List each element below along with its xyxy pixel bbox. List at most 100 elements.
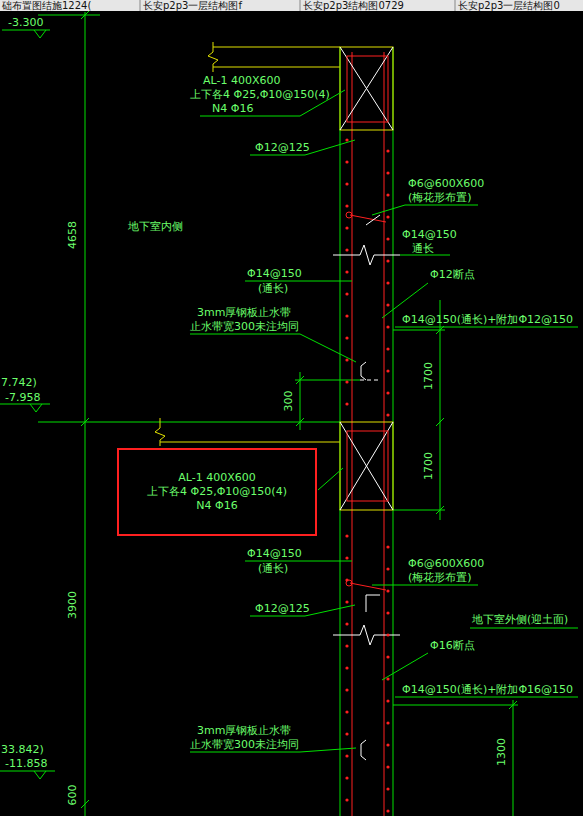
rebar-dot <box>386 677 389 680</box>
wall-part <box>340 422 393 510</box>
leader-lines-part <box>470 628 578 629</box>
water-stops-part <box>366 215 380 225</box>
stirrups-part <box>350 583 386 590</box>
slabs-part <box>213 67 340 68</box>
rebar-dot <box>386 303 389 306</box>
rebar-dot <box>386 721 389 724</box>
dimension-text: 1300 <box>495 737 508 767</box>
tab-title: 长安p2p3一层结构图f <box>143 0 242 11</box>
rebar-dot <box>386 809 389 812</box>
dimension-lines-part <box>85 12 86 816</box>
annotation-text: (通长) <box>258 282 288 295</box>
elevation-marks-part <box>34 30 46 38</box>
dimension-lines-part <box>38 15 100 16</box>
annotation-text: (通长) <box>258 562 288 575</box>
water-stops <box>360 215 380 760</box>
rebar-dot <box>386 611 389 614</box>
leader-lines-part <box>318 468 343 490</box>
annotation-text: -11.858 <box>5 757 47 770</box>
wall-part <box>340 422 393 510</box>
dimension-text: 4658 <box>66 220 79 250</box>
rebar-dot <box>345 600 348 603</box>
annotation-text: 3mm厚钢板止水带 <box>197 724 291 737</box>
dimension-text: 3900 <box>66 590 79 620</box>
rebar-dot <box>345 160 348 163</box>
beam-note: AL-1 400X600 <box>119 471 315 485</box>
water-stops-part <box>360 380 378 381</box>
rebar-dot <box>386 149 389 152</box>
rebar-dot <box>345 644 348 647</box>
wall-part <box>347 56 388 122</box>
annotation-text: Φ12@125 <box>255 141 310 154</box>
rebar-dot <box>345 578 348 581</box>
annotation-text: N4 Φ16 <box>212 102 253 115</box>
rebar-dot <box>386 743 389 746</box>
tab-bar <box>0 0 583 11</box>
tab-bar-part <box>455 0 456 11</box>
rebar-dot <box>345 314 348 317</box>
annotation-text: 通长 <box>412 242 434 255</box>
rebar-dot <box>345 776 348 779</box>
wall-part <box>340 422 393 510</box>
wall-part <box>340 47 393 130</box>
annotation-text: Φ12@125 <box>255 602 310 615</box>
rebar-dot <box>345 292 348 295</box>
tab-bar-part <box>300 0 301 11</box>
dimension-lines-part <box>81 800 89 808</box>
beam-note: N4 Φ16 <box>119 499 315 513</box>
rebar-dot <box>386 325 389 328</box>
rebar-dot <box>386 589 389 592</box>
rebar-dot <box>386 237 389 240</box>
dimension-text: 600 <box>66 784 79 807</box>
rebar-dot <box>386 259 389 262</box>
water-stops-part <box>366 595 380 612</box>
rebar-dot <box>345 270 348 273</box>
break-lines-part <box>333 245 400 265</box>
slabs-part <box>213 47 340 48</box>
rebar-dot <box>345 226 348 229</box>
elevation-marks-part <box>30 404 42 412</box>
water-stops-part <box>361 740 366 760</box>
wall-part <box>352 52 353 816</box>
dimension-lines-part <box>393 705 518 706</box>
slabs-part <box>208 42 218 72</box>
leader-lines-part <box>190 334 356 362</box>
annotation-text: 3mm厚钢板止水带 <box>197 306 291 319</box>
tab-bar-part <box>0 0 583 11</box>
rebar-dot <box>345 204 348 207</box>
dimension-lines-part <box>393 330 445 331</box>
rebar-dot <box>386 413 389 416</box>
annotation-text: Φ12断点 <box>430 268 475 281</box>
annotation-text: 地下室外侧(迎土面) <box>472 613 568 626</box>
dimension-text: 1700 <box>422 361 435 391</box>
rebar-dot <box>386 633 389 636</box>
annotation-text: 7.742) <box>1 376 37 389</box>
wall <box>340 47 393 816</box>
annotation-text: (梅花形布置) <box>408 571 472 584</box>
annotation-text: -7.958 <box>5 391 40 404</box>
slabs-part <box>160 442 340 443</box>
annotation-text: 止水带宽300未注均同 <box>190 738 299 751</box>
slabs <box>155 42 340 446</box>
wall-part <box>347 431 388 501</box>
stirrups <box>346 212 386 590</box>
elevation-marks-part <box>2 30 50 31</box>
elevation-marks <box>0 30 55 779</box>
rebar-dot <box>386 171 389 174</box>
rebar-dot <box>386 765 389 768</box>
dimension-lines-part <box>436 418 444 426</box>
leader-lines-part <box>395 327 578 328</box>
leader-lines-part <box>250 140 355 155</box>
dimension-lines-part <box>393 510 445 511</box>
tab-bar-part <box>140 0 141 11</box>
rebar-dot <box>386 215 389 218</box>
annotation-text: Φ6@600X600 <box>408 177 484 190</box>
dimension-lines-part <box>440 300 441 520</box>
rebar-dot <box>386 391 389 394</box>
rebar-dot <box>345 534 348 537</box>
rebar-dot <box>386 699 389 702</box>
rebar-dot <box>345 380 348 383</box>
rebar-dot <box>386 545 389 548</box>
rebar-dot <box>386 281 389 284</box>
